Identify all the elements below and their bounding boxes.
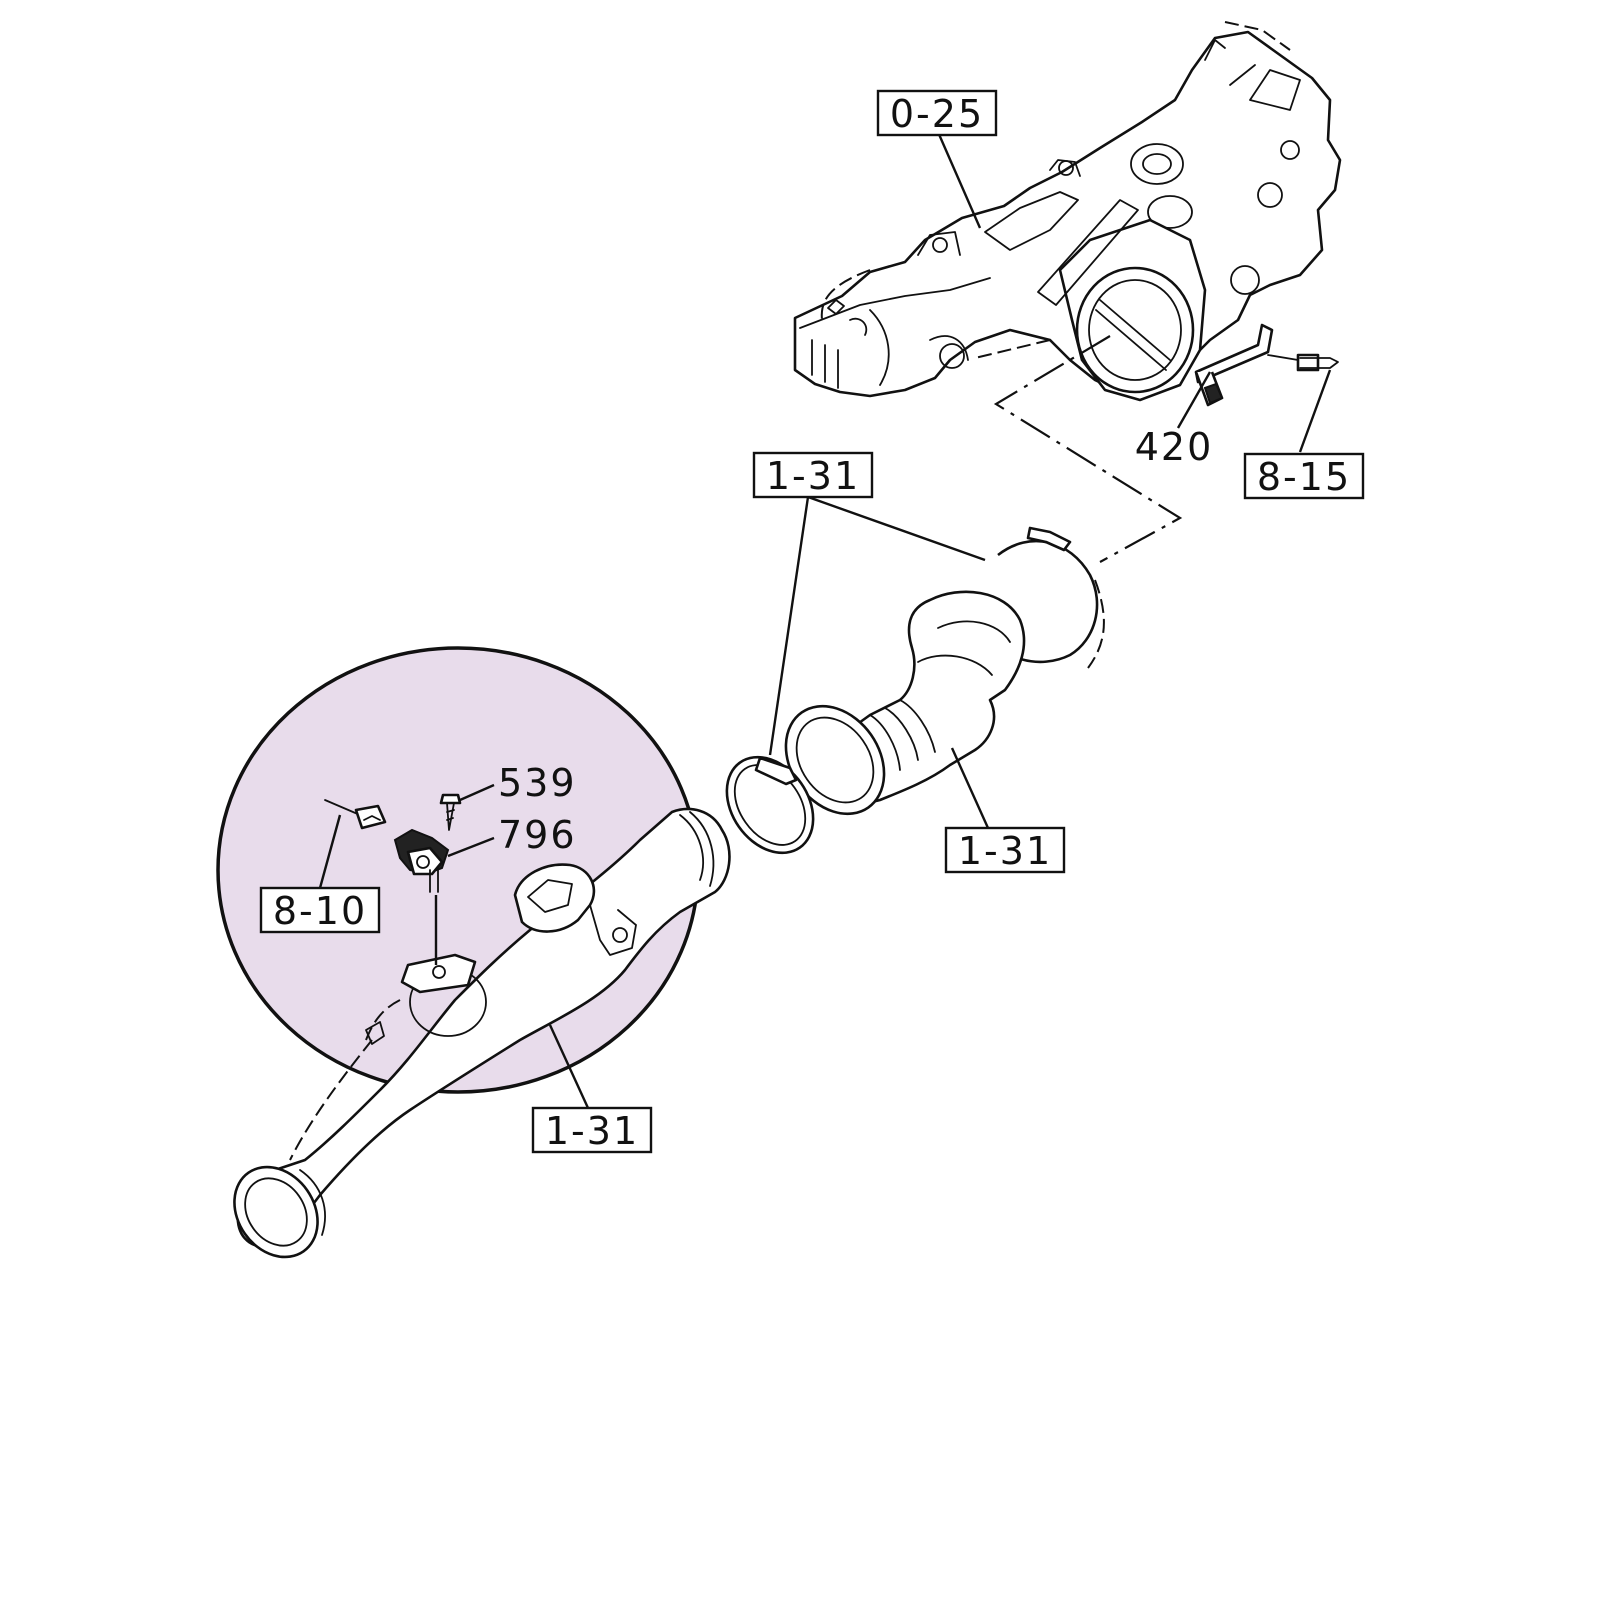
leader-lines: [318, 131, 1332, 1109]
intercooler-pipe: [233, 807, 731, 1259]
boost-sensor-796: [393, 828, 450, 893]
callout-8-10[interactable]: 8-10: [259, 886, 381, 934]
callout-8-15-text: 8-15: [1257, 455, 1351, 499]
callout-0-25-text: 0-25: [890, 92, 984, 136]
callout-539-text: 539: [498, 761, 577, 805]
bolt-8-15: [1267, 353, 1339, 372]
intercooler-hose-elbow: [725, 526, 1105, 855]
callout-1-31-lower[interactable]: 1-31: [531, 1106, 653, 1154]
screw-539: [439, 793, 462, 831]
callout-539[interactable]: 539: [498, 761, 577, 805]
connector-8-10: [324, 799, 387, 830]
callout-1-31-lower-text: 1-31: [545, 1109, 639, 1153]
callout-1-31-upper-text: 1-31: [766, 454, 860, 498]
callout-1-31-upper[interactable]: 1-31: [752, 451, 874, 499]
callout-796-text: 796: [498, 813, 577, 857]
callout-796[interactable]: 796: [498, 813, 577, 857]
callout-1-31-middle[interactable]: 1-31: [944, 826, 1066, 874]
callout-8-10-text: 8-10: [273, 889, 367, 933]
intake-manifold: [793, 21, 1342, 402]
callout-420-text: 420: [1135, 425, 1214, 469]
bracket-420: [1194, 323, 1274, 407]
callout-0-25[interactable]: 0-25: [876, 89, 998, 137]
callout-8-15[interactable]: 8-15: [1243, 452, 1365, 500]
callout-420[interactable]: 420: [1135, 425, 1214, 469]
callout-1-31-middle-text: 1-31: [958, 829, 1052, 873]
